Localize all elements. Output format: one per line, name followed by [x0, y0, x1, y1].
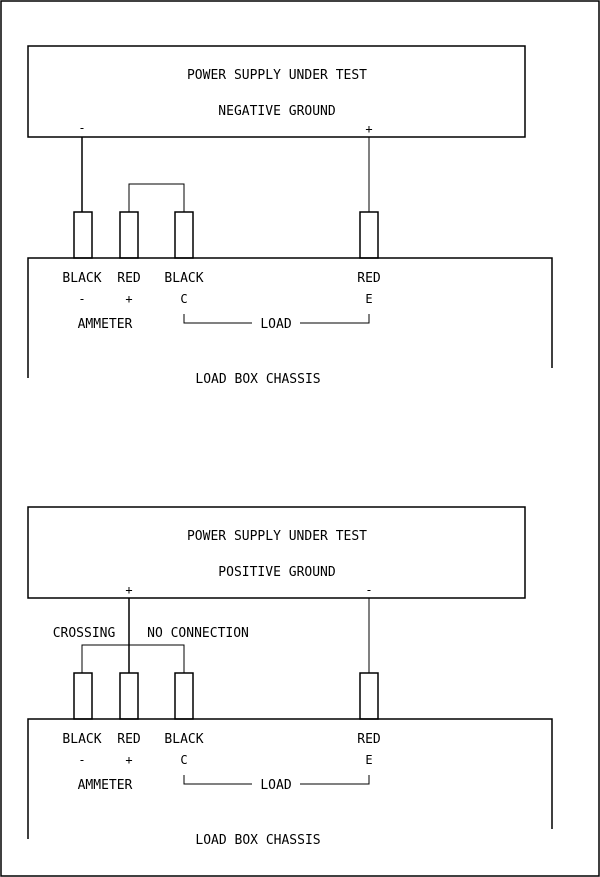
load-bracket-left — [183, 775, 252, 785]
jack-mark: C — [180, 292, 187, 306]
jack-color-label: BLACK — [62, 271, 101, 286]
jack-mark: E — [365, 753, 372, 767]
ammeter-label: AMMETER — [78, 778, 133, 793]
ground-type-label: POSITIVE GROUND — [218, 565, 336, 580]
load-bracket-left — [183, 314, 252, 324]
jack-color-label: BLACK — [164, 271, 203, 286]
jack-color-label: BLACK — [164, 732, 203, 747]
plug-black-c — [174, 211, 194, 259]
supply-positive-terminal: + — [365, 122, 372, 136]
jack-mark: + — [125, 292, 132, 306]
jack-color-label: RED — [357, 271, 381, 286]
chassis-label: LOAD BOX CHASSIS — [195, 372, 320, 387]
load-label: LOAD — [260, 317, 291, 332]
plug-black-minus — [73, 211, 93, 259]
load-bracket-right — [300, 314, 370, 324]
jack-mark: - — [78, 753, 85, 767]
plug-red-e — [359, 672, 379, 720]
supply-negative-terminal: - — [365, 583, 372, 597]
jumper-minus-to-c — [81, 644, 185, 673]
jack-color-label: BLACK — [62, 732, 101, 747]
plug-red-plus — [119, 672, 139, 720]
diagram-negative-ground: POWER SUPPLY UNDER TEST NEGATIVE GROUND … — [27, 45, 553, 387]
power-supply-title: POWER SUPPLY UNDER TEST — [187, 68, 367, 83]
diagram-positive-ground: POWER SUPPLY UNDER TEST POSITIVE GROUND … — [27, 506, 553, 848]
jack-color-label: RED — [117, 732, 141, 747]
load-box-chassis — [27, 718, 553, 839]
plug-red-plus — [119, 211, 139, 259]
ground-type-label: NEGATIVE GROUND — [218, 104, 336, 119]
plug-black-c — [174, 672, 194, 720]
jumper-red-to-c — [128, 183, 185, 212]
jack-color-label: RED — [357, 732, 381, 747]
supply-positive-terminal: + — [125, 583, 132, 597]
load-label: LOAD — [260, 778, 291, 793]
power-supply-box — [27, 506, 526, 599]
chassis-label: LOAD BOX CHASSIS — [195, 833, 320, 848]
jack-color-label: RED — [117, 271, 141, 286]
power-supply-title: POWER SUPPLY UNDER TEST — [187, 529, 367, 544]
load-bracket-right — [300, 775, 370, 785]
jack-mark: E — [365, 292, 372, 306]
supply-negative-terminal: - — [78, 121, 85, 135]
jack-mark: C — [180, 753, 187, 767]
plug-black-minus — [73, 672, 93, 720]
jack-mark: - — [78, 292, 85, 306]
plug-red-e — [359, 211, 379, 259]
no-connection-label: NO CONNECTION — [147, 626, 249, 641]
power-supply-box — [27, 45, 526, 138]
ammeter-label: AMMETER — [78, 317, 133, 332]
load-box-chassis — [27, 257, 553, 378]
jack-mark: + — [125, 753, 132, 767]
crossing-label: CROSSING — [53, 626, 116, 641]
